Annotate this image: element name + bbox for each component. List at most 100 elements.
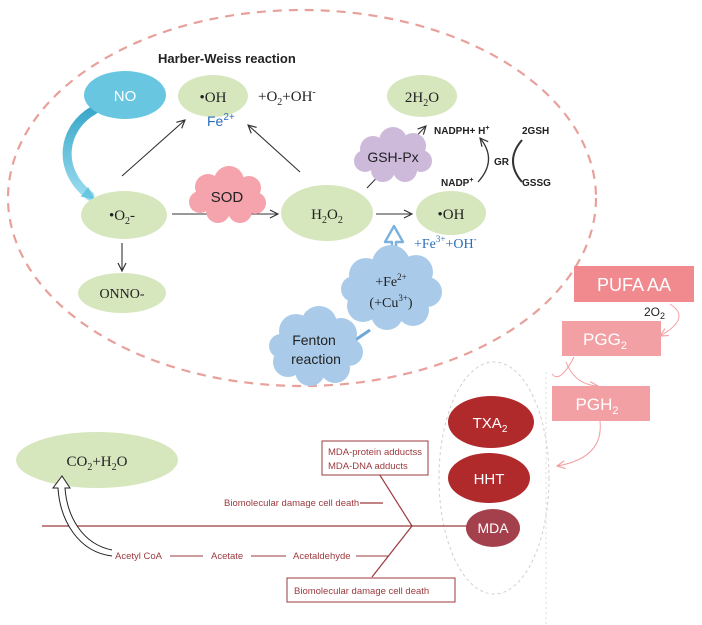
gssg-label: GSSG: [522, 178, 551, 189]
pgg-sub: 2: [621, 340, 627, 352]
fe3-sup: 3+: [436, 234, 446, 244]
water-pre: 2H: [405, 90, 424, 106]
onno-node: [78, 273, 166, 313]
sod-cloud: [189, 166, 266, 223]
h2o2-h: H: [311, 207, 322, 223]
cloud-fe2-sup: 2+: [397, 272, 407, 282]
two-o2-pre: 2O: [644, 305, 660, 319]
co2-h2o-mid: +H: [92, 454, 111, 470]
o2-radical-label: •O2-: [109, 208, 135, 227]
sod-label: SOD: [211, 189, 244, 206]
oh-right-node: [416, 191, 486, 235]
txa2-label: TXA2: [473, 415, 508, 435]
fenton-line2: reaction: [291, 351, 341, 367]
pgh-text: PGH: [576, 395, 613, 414]
pgh-label: PGH2: [576, 395, 619, 417]
lower-branch-line: [371, 525, 413, 578]
gr-arrow-gsh: [512, 139, 523, 183]
adducts-line1: MDA-protein adductss: [328, 447, 422, 458]
fe2-top-sup: 2+: [223, 112, 235, 123]
water-label: 2H2O: [405, 90, 439, 109]
water-node: [387, 75, 457, 117]
no-to-o2-arrow: [62, 105, 99, 201]
fe2-top-text: Fe: [207, 113, 224, 129]
nadph-sup: +: [485, 125, 489, 132]
oh-right-label: •OH: [438, 207, 465, 223]
cloud-cu-post: ): [408, 296, 413, 311]
nadph-text: NADPH+ H: [434, 126, 485, 137]
pgh-sub: 2: [612, 405, 618, 417]
acetyl-coa-label: Acetyl CoA: [115, 551, 163, 562]
txa2-sub: 2: [502, 424, 508, 435]
cloud-cu-pre: (+Cu: [369, 296, 398, 311]
fenton-cloud: [269, 306, 363, 386]
gshpx-cloud: [354, 127, 432, 182]
metal-ion-cloud: [341, 245, 442, 330]
arrow-pufa-to-pgg: [660, 303, 680, 336]
mda-label: MDA: [477, 520, 509, 536]
h2o2-o: O: [327, 207, 338, 223]
gr-label: GR: [494, 157, 510, 168]
pgg-text: PGG: [583, 330, 621, 349]
h2o2-sub2: 2: [338, 215, 343, 226]
o2-oh-sub: 2: [277, 97, 282, 108]
no-label: NO: [114, 88, 137, 105]
gr-arrow-nadp: [477, 138, 490, 183]
arrow-pgg-to-pgh-head: [565, 361, 598, 386]
harber-weiss-title: Harber-Weiss reaction: [158, 51, 296, 66]
acetate-label: Acetate: [211, 551, 243, 562]
nadph-label: NADPH+ H+: [434, 125, 490, 137]
h2o2-label: H2O2: [311, 207, 343, 226]
oh-top-node: [178, 75, 248, 117]
co2-h2o-sub1: 2: [87, 462, 92, 473]
pgg-label: PGG2: [583, 330, 627, 352]
water-sub: 2: [423, 98, 428, 109]
fe3-pre: +Fe: [414, 237, 436, 252]
mda-node: [466, 509, 520, 547]
onno-label: ONNO-: [99, 287, 144, 302]
pufa-label: PUFA AA: [597, 275, 671, 295]
co2-h2o-pre: CO: [67, 454, 88, 470]
co2-h2o-post: O: [117, 454, 128, 470]
acetaldehyde-label: Acetaldehyde: [293, 551, 351, 562]
arrow-pgg-to-pgh: [551, 356, 575, 378]
fe3-sup2: -: [474, 234, 477, 244]
two-o2-sub: 2: [660, 311, 665, 321]
prostaglandin-products-boundary: [438, 361, 550, 595]
h2o2-sub1: 2: [322, 215, 327, 226]
damage-lower-label: Biomolecular damage cell death: [294, 586, 429, 597]
fe3-mid: +OH: [445, 237, 473, 252]
nadp-text: NADP: [441, 178, 470, 189]
cloud-fe2-label: +Fe2+: [375, 272, 406, 290]
hht-node: [448, 453, 530, 503]
o2-oh-pre: +O: [258, 89, 277, 105]
o2-oh-mid: +OH: [282, 89, 312, 105]
arrow-pgh-to-hht: [557, 420, 601, 466]
arrow-h2o2-to-oh: [248, 125, 301, 173]
no-node: [84, 71, 166, 119]
o2-radical-text: •O: [109, 208, 125, 224]
fe2-top-label: Fe2+: [207, 112, 235, 129]
damage-lower-box: [286, 577, 456, 603]
o2-radical-sub: 2: [125, 216, 130, 227]
o2-oh-label: +O2+OH-: [258, 87, 316, 108]
adducts-line2: MDA-DNA adducts: [328, 461, 408, 472]
co2-h2o-label: CO2+H2O: [67, 454, 128, 473]
arrow-o2-to-oh: [121, 120, 185, 177]
adducts-box: [321, 440, 429, 476]
cloud-cu-label: (+Cu3+): [369, 293, 412, 311]
two-o2-label: 2O2: [644, 305, 665, 321]
cloud-cu-sup: 3+: [398, 293, 408, 303]
ros-boundary-ellipse: [6, 8, 598, 388]
txa2-text: TXA: [473, 415, 502, 432]
pgh-box: [552, 386, 650, 421]
h2o2-node: [281, 185, 373, 241]
pufa-box: [574, 266, 694, 302]
gshpx-label: GSH-Px: [367, 149, 418, 165]
cloud-fe2-text: +Fe: [375, 275, 397, 290]
nadp-sup: +: [469, 177, 473, 184]
damage-upper-label: Biomolecular damage cell death: [224, 498, 359, 509]
co2-h2o-sub2: 2: [112, 462, 117, 473]
